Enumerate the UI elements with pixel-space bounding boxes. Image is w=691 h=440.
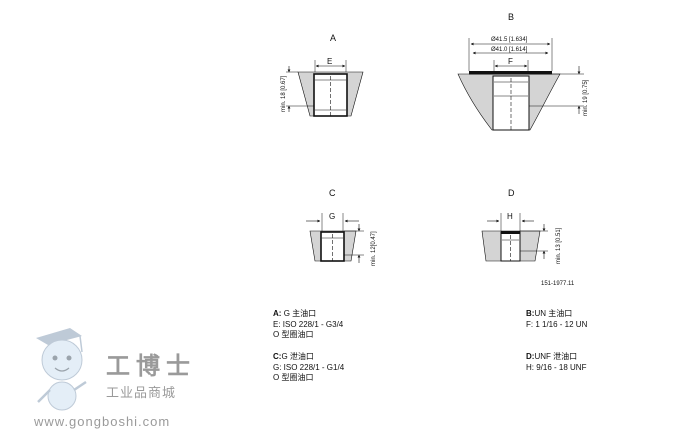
view-c-title: C (329, 188, 336, 198)
legend-b-title: UN 主油口 (534, 309, 573, 318)
view-a: A E min. 18 [0.67] (281, 33, 364, 117)
view-c-port-label: G (329, 212, 335, 221)
view-b-spotface (469, 71, 552, 75)
view-a-depth-label: min. 18 [0.67] (281, 75, 287, 112)
view-c-depth-label: min. 12[0.47] (371, 231, 377, 266)
legend-d-line2: H: 9/16 - 18 UNF (526, 362, 587, 372)
legend-d: D:UNF 泄油口 H: 9/16 - 18 UNF (526, 352, 586, 373)
legend-d-key: D: (526, 352, 535, 361)
view-c: C G min. 12[0.47] (306, 188, 377, 266)
legend-a-line3: O 型圈油口 (273, 330, 314, 339)
legend-c-line3: O 型圈油口 (273, 373, 314, 382)
legend-a-key: A: (273, 309, 282, 318)
view-a-port-label: E (327, 57, 332, 66)
legend-b-line2: F: 1 1/16 - 12 UN (526, 319, 588, 329)
view-d-title: D (508, 188, 515, 198)
mascot-logo (36, 328, 87, 411)
view-b-depth-label: min. 19 [0.75] (583, 79, 589, 116)
view-a-title: A (330, 33, 336, 43)
view-b-dia-min: Ø41.0 [1.614] (491, 47, 528, 53)
legend-b: B:UN 主油口 F: 1 1/16 - 12 UN (526, 309, 587, 330)
legend-b-key: B: (526, 309, 535, 318)
legend-a-line2: E: ISO 228/1 - G3/4 (273, 319, 344, 329)
legend-d-title: UNF 泄油口 (534, 352, 578, 361)
view-d-depth-label: min. 13 [0.51] (556, 227, 562, 264)
watermark-subtitle: 工业品商城 (106, 385, 177, 400)
legend-c: C:G 泄油口 G: ISO 228/1 - G1/4 O 型圈油口 (273, 352, 344, 384)
watermark-brand: 工博士 (106, 353, 196, 380)
view-b-title: B (508, 12, 514, 22)
view-b-port-label: F (508, 57, 513, 66)
figure-code: 151-1977.11 (541, 281, 575, 287)
watermark-url: www.gongboshi.com (34, 414, 171, 429)
legend-a: A: G 主油口 E: ISO 228/1 - G3/4 O 型圈油口 (273, 309, 343, 341)
legend-c-key: C: (273, 352, 282, 361)
view-b: B Ø41.5 [1.634] Ø41.0 [1.614] F min. 19 … (457, 12, 589, 131)
legend-c-title: G 泄油口 (281, 352, 314, 361)
view-d-port-label: H (507, 212, 513, 221)
legend-c-line2: G: ISO 228/1 - G1/4 (273, 362, 345, 372)
legend-a-title: G 主油口 (283, 309, 317, 318)
view-d: D H min. 13 [0.51] (481, 188, 562, 264)
view-b-dia-max: Ø41.5 [1.634] (491, 37, 528, 43)
